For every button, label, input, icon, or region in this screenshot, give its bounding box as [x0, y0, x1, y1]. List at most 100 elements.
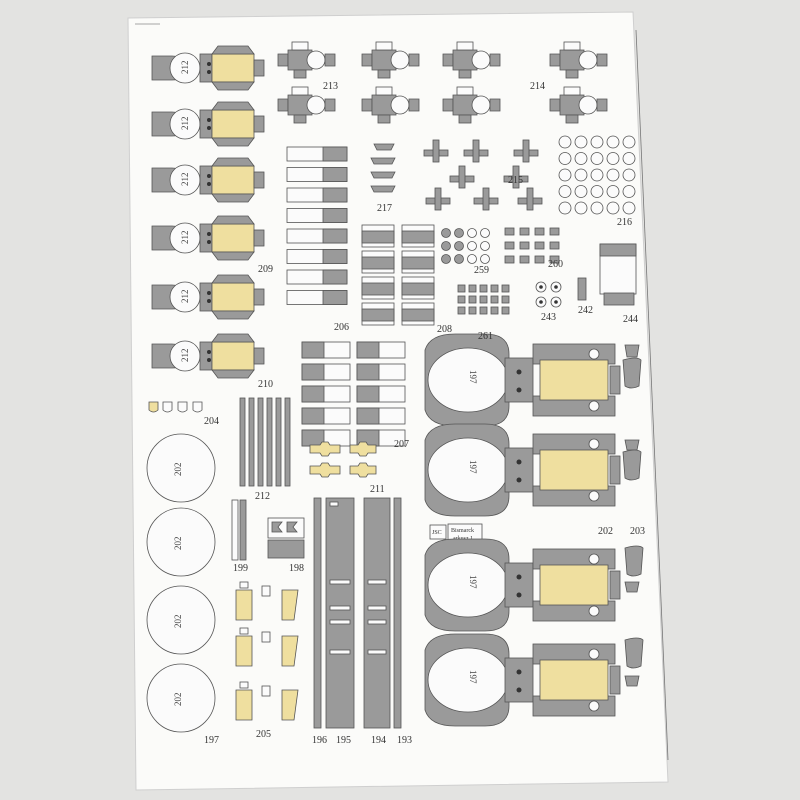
part-211: 211	[309, 441, 385, 495]
bolt-259	[441, 254, 451, 264]
t-piece-215	[513, 139, 539, 163]
part-208	[361, 224, 435, 326]
block-208-shade	[361, 282, 395, 296]
turret-number-197: 197	[468, 575, 478, 589]
strip-212	[239, 397, 246, 487]
part-206	[286, 146, 348, 305]
turret-net-197: 197	[424, 538, 621, 632]
strip-206-shade	[322, 167, 348, 182]
label-260: 260	[548, 259, 563, 270]
label-202-right: 202	[598, 526, 613, 537]
washer-216	[558, 185, 572, 198]
ring-243-hole	[554, 300, 558, 304]
washer-216	[558, 135, 572, 149]
block-208-shade	[361, 308, 395, 322]
clip-260	[534, 227, 545, 236]
washer-216	[574, 135, 588, 149]
disc-202	[146, 663, 216, 733]
bolt-259	[467, 254, 477, 264]
fold-line	[635, 29, 669, 761]
turret-number-212: 212	[180, 290, 190, 304]
label-217: 217	[377, 203, 392, 214]
label-242: 242	[578, 305, 593, 316]
part-198: 198	[267, 517, 305, 574]
label-244: 244	[623, 314, 638, 325]
clip-260	[534, 255, 545, 264]
label-216: 216	[617, 217, 632, 228]
tab-205	[239, 627, 249, 635]
label-195: 195	[336, 735, 351, 746]
block-207-shade	[301, 341, 325, 359]
block-207-shade	[301, 385, 325, 403]
washer-216	[606, 152, 620, 165]
turret-net-197: 197	[424, 423, 621, 517]
strip-206-shade	[322, 290, 348, 305]
small-turret-net	[277, 41, 336, 79]
tile-261	[501, 284, 510, 293]
block-207-shade	[301, 407, 325, 425]
tile-261	[479, 284, 488, 293]
part-217: 217	[370, 143, 396, 214]
small-turret-net	[442, 41, 501, 79]
label-215: 215	[508, 175, 523, 186]
panel-205	[281, 589, 299, 621]
label-197-bottom: 197	[204, 735, 219, 746]
washer-216	[590, 185, 604, 198]
washer-216	[622, 185, 636, 198]
turret-number-212: 212	[180, 231, 190, 245]
tile-261	[501, 295, 510, 304]
strip-194-slot	[367, 649, 387, 655]
washer-216	[574, 201, 588, 215]
part-207	[301, 341, 406, 447]
t-piece-215	[473, 187, 499, 211]
washer-216	[606, 168, 620, 182]
small-turret-net	[442, 86, 501, 124]
clip-260	[534, 241, 545, 250]
label-204: 204	[204, 416, 219, 427]
turret-number-197: 197	[468, 460, 478, 474]
part-193-196	[313, 497, 402, 729]
label-243: 243	[541, 312, 556, 323]
washer-216	[606, 185, 620, 198]
turret-net-197: 197	[424, 333, 621, 427]
panel-205	[281, 689, 299, 721]
strip-193	[393, 497, 402, 729]
tile-261	[468, 306, 477, 315]
tile-261	[479, 295, 488, 304]
label-212-strips: 212	[255, 491, 270, 502]
strip-194-slot	[367, 605, 387, 611]
turret-top-net: 212	[151, 215, 265, 261]
block-208-shade	[401, 230, 435, 244]
strip-206-shade	[322, 269, 348, 285]
part-244-base	[603, 292, 635, 306]
strip-206-shade	[322, 187, 348, 203]
part-215	[423, 139, 543, 211]
t-piece-215	[463, 139, 489, 163]
label-196: 196	[312, 735, 327, 746]
ship-name-text: Bismarck	[451, 528, 474, 534]
label-199: 199	[233, 563, 248, 574]
washer-216	[558, 168, 572, 182]
tile-261	[490, 284, 499, 293]
washer-216	[622, 135, 636, 149]
turret-number-197: 197	[468, 370, 478, 384]
part-259-261	[441, 227, 637, 315]
panel-205	[235, 635, 253, 667]
tab-205	[261, 685, 271, 697]
washer-216	[622, 168, 636, 182]
part-242	[577, 277, 587, 301]
washer-216	[558, 152, 572, 165]
strip-194	[363, 497, 391, 729]
strip-212	[275, 397, 282, 487]
small-turret-net	[361, 86, 420, 124]
disc-number-202: 202	[173, 463, 183, 477]
strip-195	[325, 497, 355, 729]
t-piece-215	[517, 187, 543, 211]
block-208-shade	[361, 256, 395, 270]
washer-216	[590, 201, 604, 215]
part-202-203-right: 202 203	[598, 344, 645, 687]
small-turret-net	[549, 86, 608, 124]
